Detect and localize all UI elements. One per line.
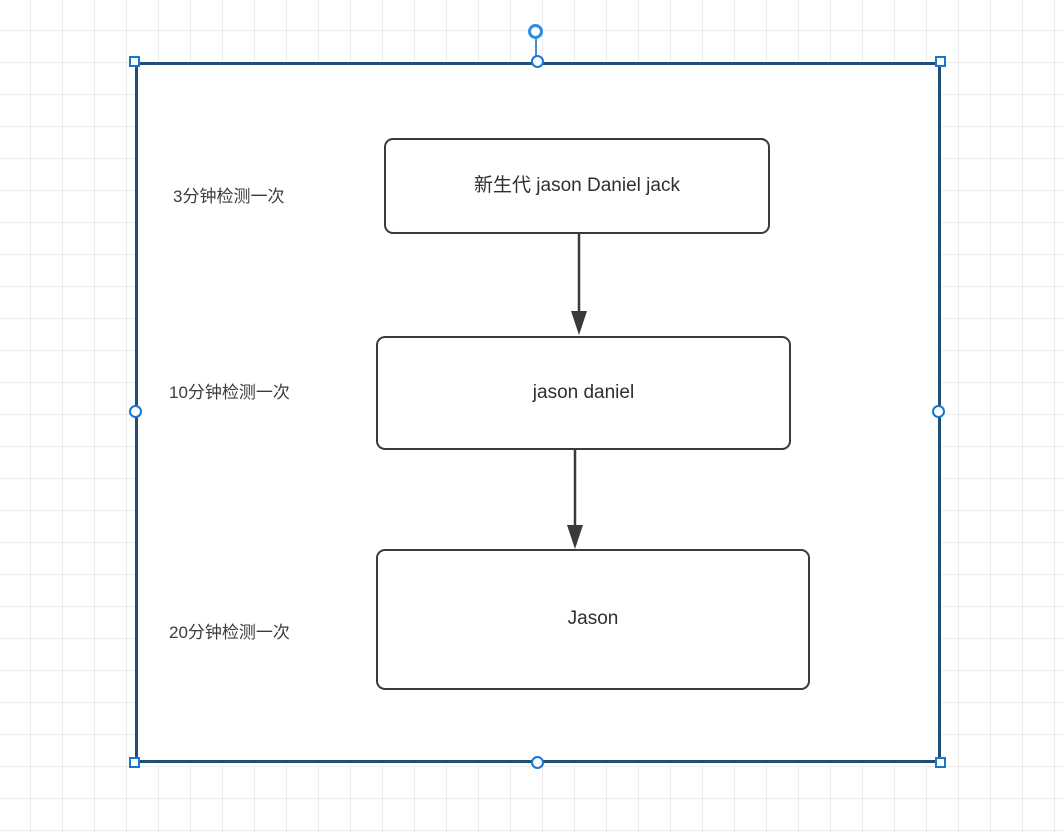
rotate-handle-stem: [535, 38, 537, 62]
flow-node-1-label: 新生代 jason Daniel jack: [474, 174, 680, 196]
connector-node1-node2: [571, 232, 587, 335]
flow-node-3-label: Jason: [567, 608, 619, 630]
resize-handle-middle-left[interactable]: [129, 405, 142, 418]
resize-handle-bottom-center[interactable]: [531, 756, 544, 769]
resize-handle-middle-right[interactable]: [932, 405, 945, 418]
side-label-3min: 3分钟检测一次: [173, 187, 285, 206]
side-label-10min: 10分钟检测一次: [169, 383, 290, 402]
flow-node-1[interactable]: 新生代 jason Daniel jack: [384, 138, 770, 234]
selected-group-container[interactable]: 3分钟检测一次 10分钟检测一次 20分钟检测一次 新生代 jason Dani…: [135, 62, 941, 763]
connector-node2-node3: [567, 448, 583, 549]
resize-handle-bottom-right[interactable]: [935, 757, 946, 768]
resize-handle-bottom-left[interactable]: [129, 757, 140, 768]
flow-node-2[interactable]: jason daniel: [376, 336, 791, 450]
flow-node-3[interactable]: Jason: [376, 549, 810, 690]
resize-handle-top-right[interactable]: [935, 56, 946, 67]
rotate-handle[interactable]: [528, 24, 543, 39]
resize-handle-top-left[interactable]: [129, 56, 140, 67]
resize-handle-top-center[interactable]: [531, 55, 544, 68]
flow-node-2-label: jason daniel: [532, 381, 635, 403]
side-label-20min: 20分钟检测一次: [169, 623, 290, 642]
